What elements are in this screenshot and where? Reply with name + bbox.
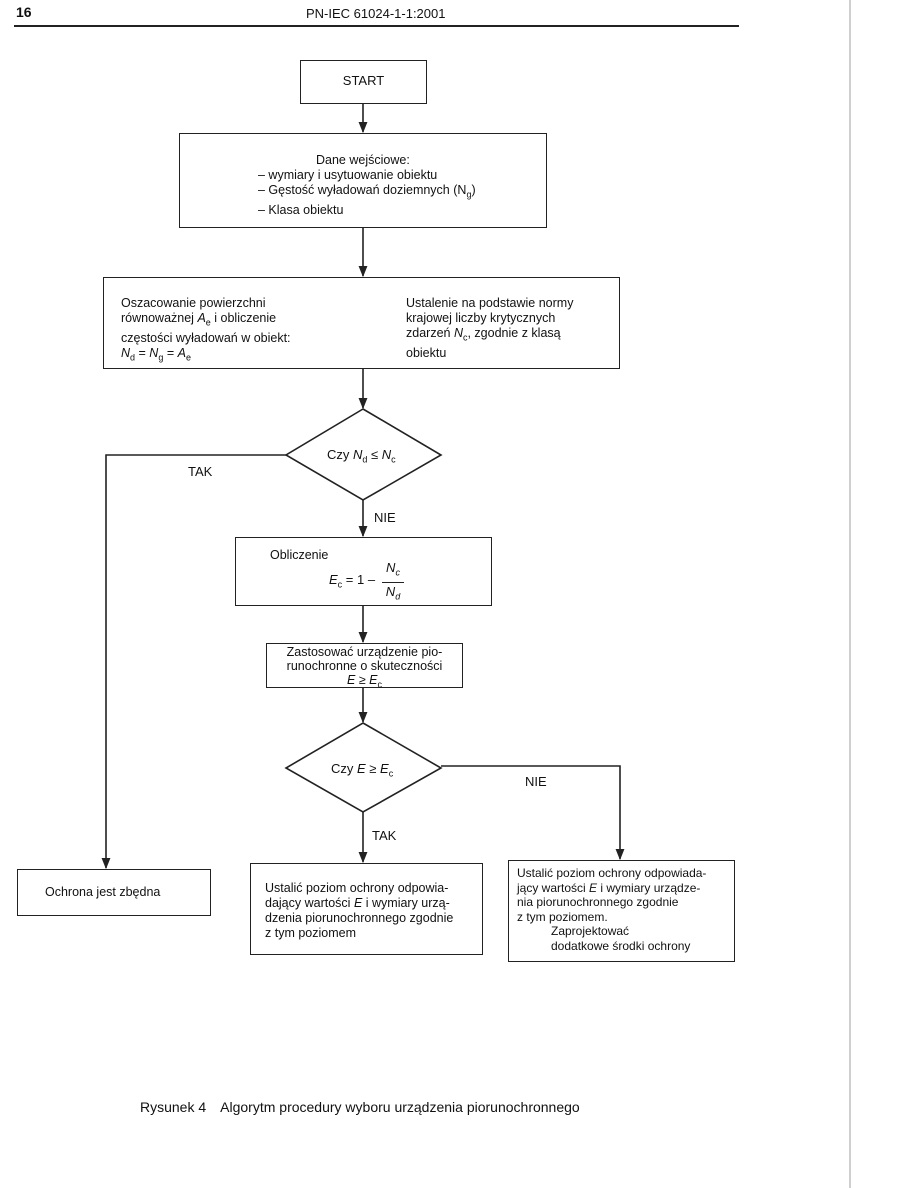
header-rule: [14, 25, 739, 27]
estimation-right-text: Ustalenie na podstawie normy krajowej li…: [406, 296, 574, 360]
estimation-formula: Nd = Ng = Ae: [121, 345, 191, 363]
input-item-class: – Klasa obiektu: [258, 202, 344, 217]
decision1-no-label: NIE: [374, 510, 396, 525]
calculation-lhs: Ec = 1 –: [329, 572, 376, 590]
page-edge: [849, 0, 851, 1188]
input-data-box: Dane wejściowe: – wymiary i usytuowanie …: [179, 133, 547, 228]
estimation-box: Oszacowanie powierzchni równoważnej Ae i…: [103, 277, 620, 369]
decision2-yes-label: TAK: [372, 828, 397, 843]
input-title: Dane wejściowe:: [316, 153, 410, 167]
calculation-title: Obliczenie: [270, 548, 329, 562]
estimation-left-text: Oszacowanie powierzchni równoważnej Ae i…: [121, 296, 291, 365]
arrow-decision2-no: [441, 765, 625, 861]
decision1-question: Czy Nd ≤ Nc: [327, 447, 396, 465]
decision2-question: Czy E ≥ Ec: [331, 761, 394, 779]
input-item-density: – Gęstość wyładowań doziemnych (Ng): [258, 183, 476, 200]
calculation-box: Obliczenie Ec = 1 – Nc Nd: [235, 537, 492, 606]
apply-device-box: Zastosować urządzenie pio- runochronne o…: [266, 643, 463, 690]
figure-caption: Rysunek 4 Algorytm procedury wyboru urząd…: [140, 1099, 580, 1115]
no-protection-box: Ochrona jest zbędna: [17, 869, 211, 916]
calculation-fraction: Nc Nd: [382, 560, 404, 604]
start-box: START: [300, 60, 427, 104]
protection-level-box: Ustalić poziom ochrony odpowia- dający w…: [250, 863, 483, 955]
figure-caption-label: Rysunek 4: [140, 1099, 207, 1115]
decision2-no-label: NIE: [525, 774, 547, 789]
page-number: 16: [16, 4, 32, 20]
arrow-decision1-yes: [101, 454, 286, 870]
decision1-yes-label: TAK: [188, 464, 213, 479]
protection-level-extra-box: Ustalić poziom ochrony odpowiada- jący w…: [508, 860, 735, 962]
figure-caption-text: Algorytm procedury wyboru urządzenia pio…: [220, 1099, 580, 1115]
input-item-dimensions: – wymiary i usytuowanie obiektu: [258, 168, 438, 182]
